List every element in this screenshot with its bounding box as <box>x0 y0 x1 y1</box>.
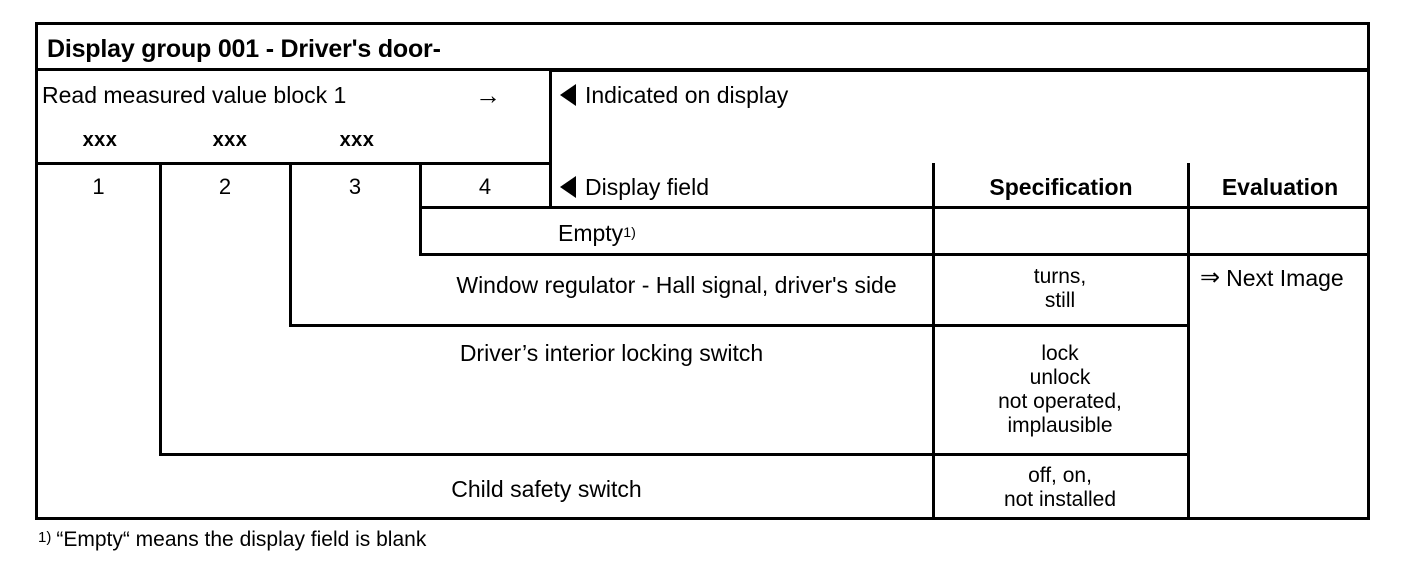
spec-line: implausible <box>1007 414 1113 438</box>
page-title: Display group 001 - Driver's door- <box>47 34 441 63</box>
triangle-left-icon <box>560 84 576 106</box>
row-rule-empty-bottom <box>419 253 1370 256</box>
column-number-3: 3 <box>348 174 362 200</box>
stair-divider-col3 <box>419 163 422 255</box>
evaluation-label: Next Image <box>1226 264 1344 291</box>
row-empty-label: Empty <box>558 219 624 246</box>
stair-divider-col1 <box>159 163 162 455</box>
specification-header: Specification <box>989 173 1133 200</box>
footnote-text: “Empty“ means the display field is blank <box>56 528 427 551</box>
column-number-1: 1 <box>92 174 105 200</box>
indicated-on-display-cell: Indicated on display <box>560 78 980 112</box>
footnote: 1) “Empty“ means the display field is bl… <box>38 528 426 552</box>
row-window-regulator-display-field: Window regulator - Hall signal, driver's… <box>456 271 897 298</box>
spec-line: still <box>1044 289 1076 312</box>
placeholder-value-3: xxx <box>339 128 375 151</box>
row-locking-switch-specification: lock unlock not operated, implausible <box>935 330 1185 450</box>
spec-line: turns, <box>1033 264 1087 288</box>
stair-divider-col2 <box>289 163 292 326</box>
row-child-safety-specification: off, on, not installed <box>935 458 1185 518</box>
column-number-2: 2 <box>218 174 232 200</box>
evaluation-header: Evaluation <box>1221 173 1339 200</box>
diagnostic-table <box>35 22 1370 520</box>
placeholder-value-1: xxx <box>82 128 118 151</box>
indicated-on-display-label: Indicated on display <box>585 81 789 108</box>
spec-line: not operated, <box>998 390 1122 413</box>
placeholder-value-2: xxx <box>212 128 248 151</box>
indicated-column-divider <box>549 70 552 168</box>
row-window-regulator-specification: turns, still <box>935 258 1185 320</box>
double-right-arrow-icon: ⇒ <box>1200 264 1221 291</box>
evaluation-column-divider <box>1187 163 1190 520</box>
stair-divider-col4 <box>549 163 552 208</box>
read-measured-value-block-label: Read measured value block 1 <box>42 81 347 108</box>
display-field-header-label: Display field <box>585 173 709 200</box>
column-number-4: 4 <box>478 174 492 200</box>
spec-line: unlock <box>1029 365 1091 389</box>
header-band-top-rule <box>549 70 1370 72</box>
spec-line: lock <box>1041 341 1079 365</box>
title-bottom-rule <box>35 68 1370 71</box>
row-rule-header-bottom <box>419 206 1370 209</box>
row-child-safety-display-field: Child safety switch <box>451 475 642 502</box>
spec-line: not installed <box>1003 488 1117 511</box>
row-locking-switch-display-field: Driver’s interior locking switch <box>459 339 764 366</box>
row-rule-locking-switch-bottom <box>159 453 1188 456</box>
spec-line: off, on, <box>1028 463 1092 487</box>
triangle-left-icon <box>560 176 576 198</box>
right-arrow-icon: → <box>475 80 501 110</box>
display-field-header-cell: Display field <box>560 168 920 206</box>
row-rule-window-regulator-bottom <box>289 324 1188 327</box>
footnote-marker: 1) <box>38 529 52 546</box>
row-window-regulator-evaluation: ⇒ Next Image <box>1200 258 1370 298</box>
column-number-top-rule <box>35 162 550 165</box>
specification-column-divider <box>932 163 935 520</box>
